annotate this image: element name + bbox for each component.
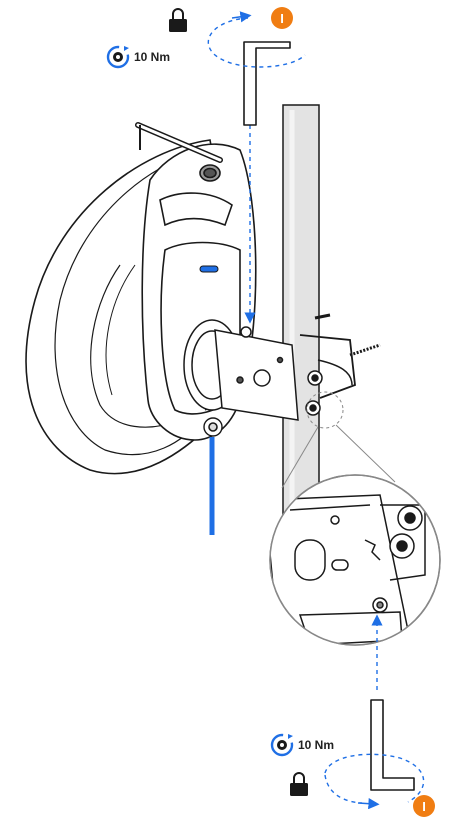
bottom-step-marker-label: I: [422, 799, 426, 814]
bottom-step-marker: I: [413, 795, 435, 817]
top-lock-icon: [169, 8, 187, 32]
zoom-detail-bracket: [269, 474, 441, 646]
top-step-marker-label: I: [280, 11, 284, 26]
zoom-leader: [281, 391, 396, 489]
dish-antenna: [25, 122, 257, 475]
mounting-pole: [282, 104, 320, 526]
top-step-marker: I: [271, 7, 293, 29]
top-torque-rotate-icon: [106, 45, 130, 69]
top-rotation-indicator: [207, 11, 306, 68]
pole-mount-bracket: [183, 313, 381, 421]
bottom-hex-key-wrench: [370, 699, 415, 791]
top-torque-label: 10 Nm: [134, 50, 170, 64]
bottom-lock-icon: [290, 772, 308, 796]
bottom-torque-label: 10 Nm: [298, 738, 334, 752]
bottom-rotation-indicator: [324, 753, 425, 810]
bottom-torque-rotate-icon: [270, 733, 294, 757]
top-hex-key-wrench: [243, 41, 291, 126]
